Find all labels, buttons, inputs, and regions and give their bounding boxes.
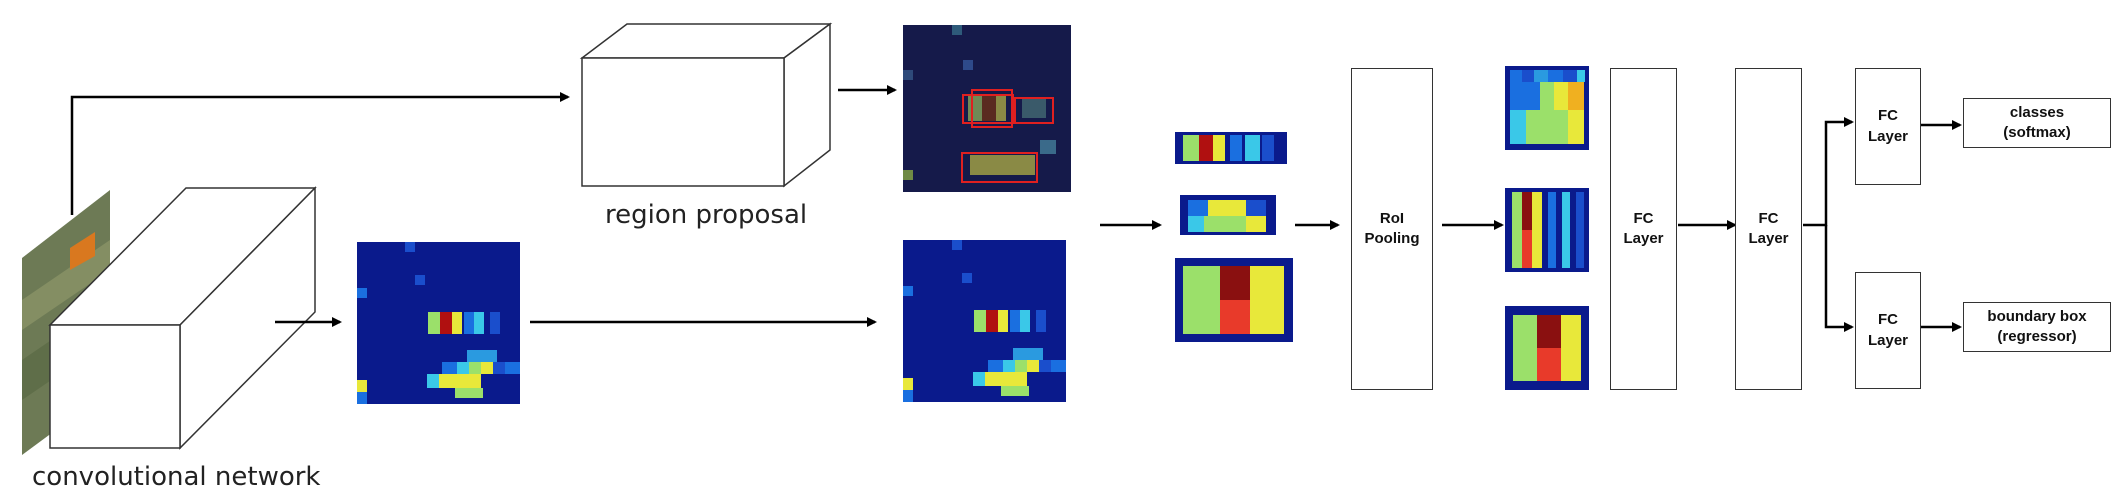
pooled-outputs — [1505, 66, 1589, 390]
roi-pooling-label: RoI Pooling — [1364, 209, 1420, 247]
fc-layer-classes: FC Layer — [1855, 68, 1921, 185]
region-proposal-label: region proposal — [605, 200, 808, 230]
fc-layer-2-label: FC Layer — [1748, 209, 1789, 247]
roi-pooling-layer: RoI Pooling — [1351, 68, 1433, 390]
conv-network-label: convolutional network — [32, 462, 321, 492]
feature-map-right — [903, 240, 1066, 402]
crop-1 — [1175, 132, 1287, 164]
feature-map-left — [357, 242, 520, 404]
arrows — [70, 85, 1962, 332]
bbox-output: boundary box (regressor) — [1963, 302, 2111, 352]
pooled-2 — [1505, 188, 1589, 272]
pooled-1 — [1505, 66, 1589, 150]
classes-output: classes (softmax) — [1963, 98, 2111, 148]
fc-layer-bbox-label: FC Layer — [1867, 311, 1909, 349]
crop-2 — [1180, 195, 1276, 235]
fc-layer-classes-label: FC Layer — [1867, 107, 1909, 145]
conv-network-block — [48, 186, 317, 450]
crop-3 — [1175, 258, 1293, 342]
fc-layer-bbox: FC Layer — [1855, 272, 1921, 389]
region-crops — [1175, 132, 1293, 342]
fc-layer-1: FC Layer — [1610, 68, 1677, 390]
classes-label: classes (softmax) — [2003, 103, 2071, 141]
region-proposal-block — [579, 22, 833, 188]
fc-layer-1-label: FC Layer — [1623, 209, 1664, 247]
fc-layer-2: FC Layer — [1735, 68, 1802, 390]
bbox-label: boundary box (regressor) — [1987, 307, 2087, 345]
proposal-map — [903, 25, 1071, 192]
pooled-3 — [1505, 306, 1589, 390]
